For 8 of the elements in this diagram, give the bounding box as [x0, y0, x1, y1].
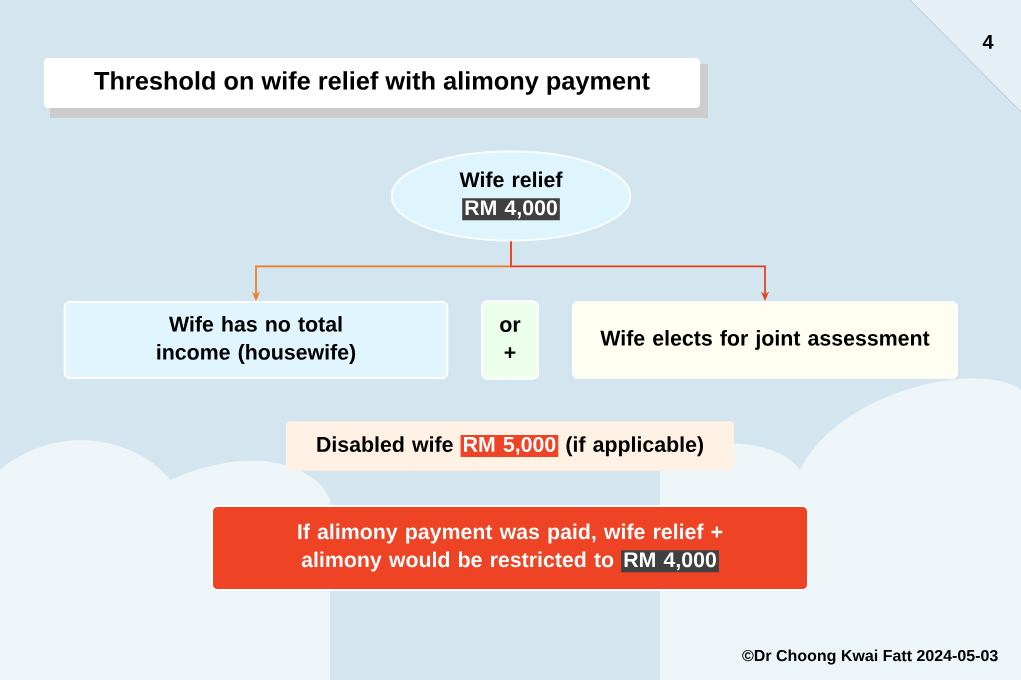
page-number: 4: [982, 35, 994, 49]
connector-box: or +: [481, 300, 539, 380]
process-box: Wife elects for joint assessment: [572, 301, 958, 379]
note-box: Disabled wife RM 5,000 (if applicable): [286, 421, 734, 471]
copyright-note: ©Dr Choong Kwai Fatt 2024-05-03: [742, 649, 998, 665]
title-banner: Threshold on wife relief with alimony payment: [44, 58, 708, 118]
warning-box: If alimony payment was paid, wife relief + alimony would be restricted to RM 4,000: [211, 505, 809, 591]
process-box: Wife has no total income (housewife): [63, 301, 449, 379]
